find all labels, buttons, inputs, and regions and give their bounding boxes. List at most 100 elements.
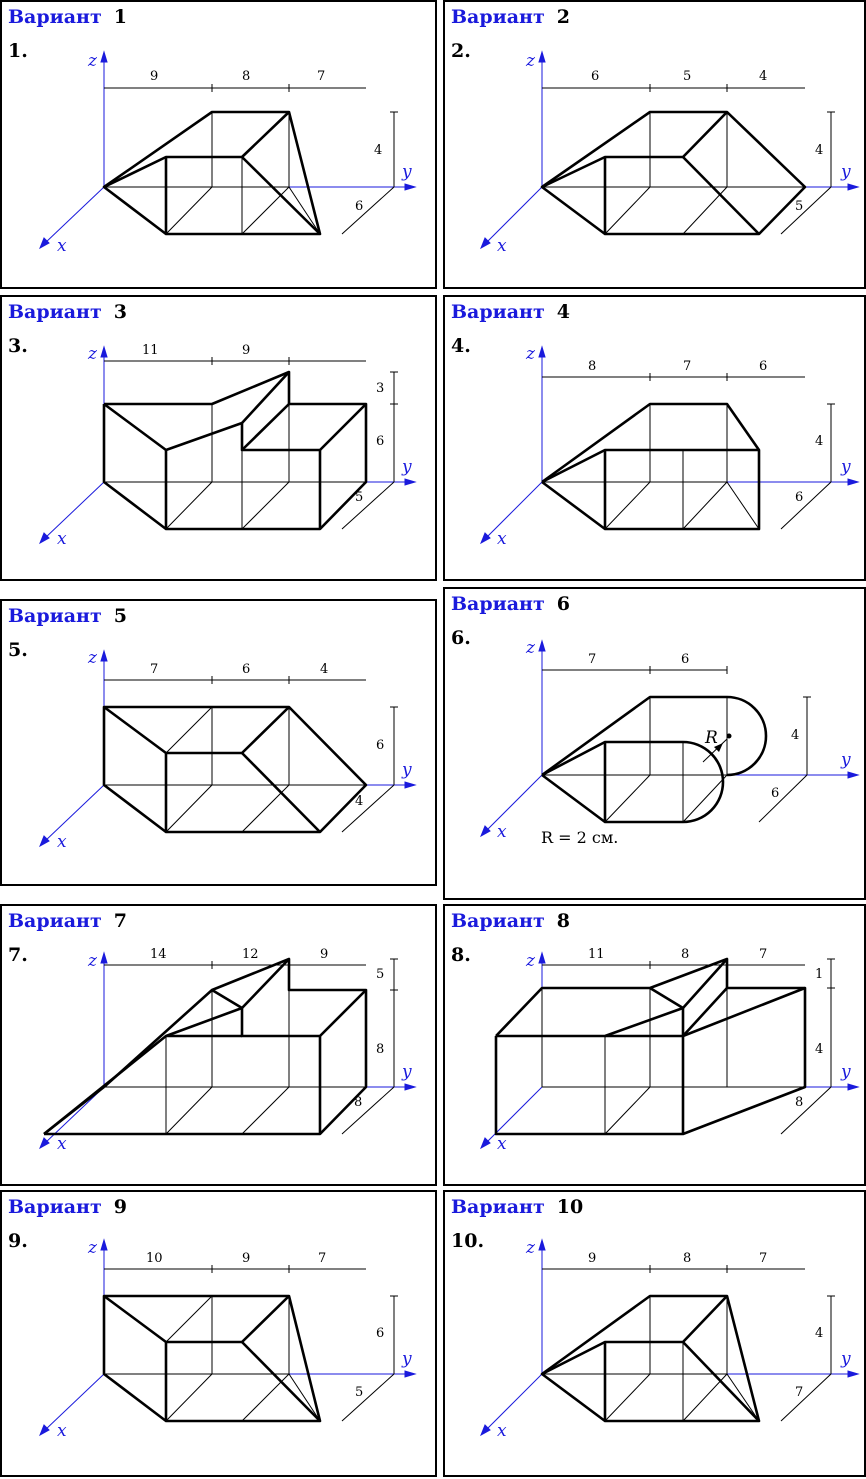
drawing-polygon (404, 781, 417, 789)
task-number: 6. (451, 627, 471, 649)
drawing-line (341, 1373, 395, 1422)
drawing-group (494, 957, 807, 1136)
dimension-label: 12 (242, 947, 259, 962)
dimension-label: 4 (815, 1326, 823, 1341)
drawing-polygon (100, 951, 108, 964)
dimension-label: z (87, 1238, 98, 1258)
dimension-label: 8 (354, 1095, 362, 1110)
drawing-line (341, 186, 395, 235)
dimension-label: z (87, 951, 98, 971)
dimension-label: 7 (317, 69, 325, 84)
drawing-line (726, 1373, 760, 1422)
dimension-label: y (401, 760, 412, 780)
drawing-line (604, 1086, 651, 1135)
drawing-polyline (541, 111, 728, 189)
drawing-line (43, 1373, 105, 1432)
drawing-polygon (714, 743, 723, 752)
drawing-group (542, 404, 760, 530)
drawing-polyline (43, 958, 290, 1136)
drawing-polyline (240, 403, 367, 452)
dimension-label: 11 (588, 947, 605, 962)
drawing-polygon (100, 345, 108, 358)
drawing-polygon (847, 1370, 860, 1378)
dimension-label: 6 (771, 786, 779, 801)
drawing-line (682, 1341, 760, 1422)
drawing-polygon (100, 649, 108, 662)
dimension-label: 6 (376, 738, 384, 753)
dimension-label: z (87, 648, 98, 668)
dimension-label: 5 (355, 490, 363, 505)
drawing-group (102, 370, 368, 531)
dimension-label: 6 (242, 662, 250, 677)
dimension-label: 6 (591, 69, 599, 84)
drawing-polygon (39, 237, 50, 250)
axis-x-label: x (57, 236, 67, 256)
drawing-4: z y x 8 7 6 4 6 (480, 344, 860, 549)
drawing-group (542, 373, 835, 530)
drawing-line (484, 186, 543, 245)
drawing-line (288, 1373, 321, 1422)
drawing-polygon (100, 50, 108, 63)
dimension-label: y (840, 750, 851, 770)
drawing-polyline (103, 111, 290, 189)
drawing-line (682, 481, 728, 530)
dimension-label: y (840, 1062, 851, 1082)
dimension-label: y (840, 457, 851, 477)
dimension-label: 4 (374, 143, 382, 158)
dimension-label: 4 (815, 143, 823, 158)
drawing-group (540, 110, 807, 236)
dimension-label: 6 (759, 359, 767, 374)
drawing-line (211, 988, 243, 1010)
dimension-label: 7 (759, 947, 767, 962)
dimension-label: y (840, 162, 851, 182)
drawing-polygon (538, 1238, 546, 1251)
drawing-group (104, 676, 398, 833)
drawing-group (102, 1294, 322, 1423)
drawing-line (682, 986, 806, 1038)
drawing-line (241, 1341, 321, 1422)
drawing-polyline (103, 371, 290, 452)
dimension-label: 8 (588, 359, 596, 374)
dimension-label: 6 (681, 652, 689, 667)
drawing-line (165, 1373, 213, 1422)
drawing-polygon (847, 1083, 860, 1091)
drawing-line (726, 481, 760, 530)
drawing-9: z y x 10 9 7 6 5 (39, 1238, 417, 1441)
dimension-label: 8 (681, 947, 689, 962)
drawing-polygon (100, 1238, 108, 1251)
drawing-line (165, 1086, 213, 1135)
dimension-label: 8 (683, 1251, 691, 1266)
drawing-line (758, 774, 808, 823)
dimension-label: 3 (376, 381, 384, 396)
drawing-polygon (847, 771, 860, 779)
drawing-line (43, 481, 105, 540)
task-number: 9. (8, 1230, 28, 1252)
drawing-line (780, 186, 832, 235)
drawing-polygon (538, 639, 546, 652)
drawing-line (649, 986, 684, 1010)
drawing-group (104, 84, 398, 235)
drawing-polyline (541, 773, 683, 824)
drawing-polyline (681, 987, 728, 1038)
drawing-polygon (404, 1083, 417, 1091)
drawing-polygon (102, 705, 368, 834)
task-number: 4. (451, 335, 471, 357)
drawing-path (682, 740, 725, 824)
dimension-label: 4 (355, 794, 363, 809)
drawing-line (241, 186, 290, 235)
dimension-label: x (497, 236, 507, 256)
dimension-label: 8 (795, 1095, 803, 1110)
drawing-polygon (404, 478, 417, 486)
dimension-label: y (840, 1349, 851, 1369)
drawing-5: z y x 7 6 4 6 4 (39, 648, 417, 852)
drawing-line (604, 774, 651, 823)
